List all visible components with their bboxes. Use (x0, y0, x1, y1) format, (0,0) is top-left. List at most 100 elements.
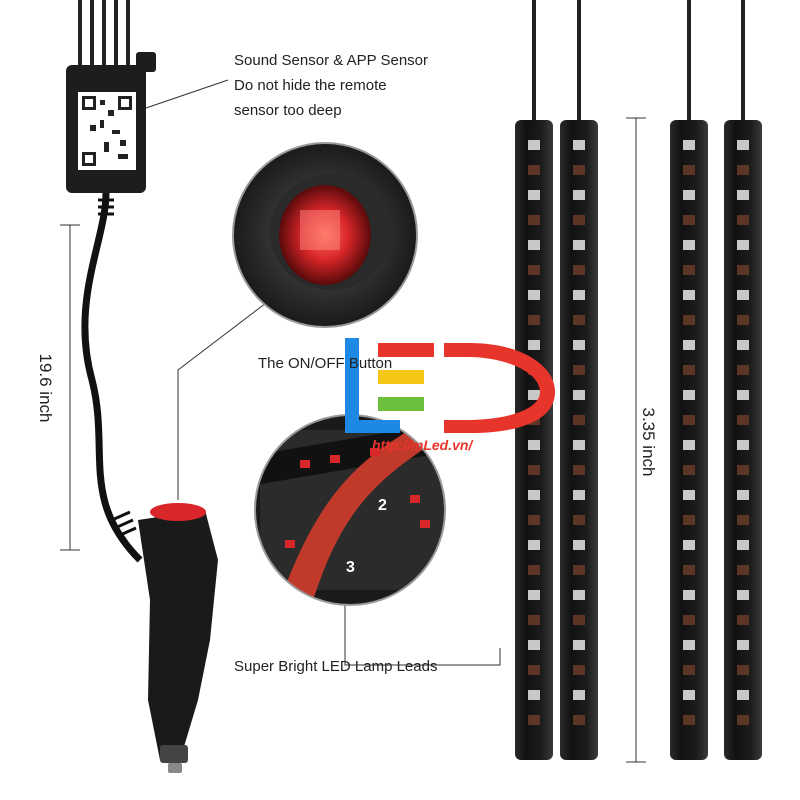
led-chip (573, 690, 585, 700)
led-chip (683, 640, 695, 650)
led-chip (573, 315, 585, 325)
led-chip (737, 540, 749, 550)
led-chip (573, 465, 585, 475)
led-chip (528, 665, 540, 675)
svg-text:2: 2 (378, 497, 387, 514)
led-chip (683, 465, 695, 475)
cable-length-label: 19.6 inch (36, 353, 55, 423)
led-chip (528, 490, 540, 500)
pointer-lines (145, 79, 501, 666)
led-chip (683, 715, 695, 725)
led-chip (683, 315, 695, 325)
led-chip (683, 565, 695, 575)
led-chip (573, 265, 585, 275)
led-chip (528, 315, 540, 325)
led-chip (737, 165, 749, 175)
button-label: The ON/OFF Button (258, 355, 393, 372)
led-chip (737, 590, 749, 600)
sensor-label-line-1: Sound Sensor & APP Sensor (234, 52, 429, 69)
led-chip (737, 240, 749, 250)
led-chip (737, 690, 749, 700)
led-chip (528, 390, 540, 400)
led-chip (573, 615, 585, 625)
led-chip (573, 290, 585, 300)
led-chip (737, 715, 749, 725)
led-chip (737, 140, 749, 150)
qr-code-icon (82, 96, 132, 166)
led-chip (528, 715, 540, 725)
sensor-label-line-3: sensor too deep (234, 102, 342, 119)
button-closeup (232, 142, 418, 328)
led-chip (737, 615, 749, 625)
led-chip (528, 615, 540, 625)
led-chip (528, 140, 540, 150)
led-chip (737, 265, 749, 275)
led-chip (683, 665, 695, 675)
led-chip (528, 540, 540, 550)
lamp-leads-closeup: 3 2 (254, 414, 446, 606)
led-chip (573, 590, 585, 600)
led-chip (683, 515, 695, 525)
svg-text:3: 3 (346, 559, 355, 576)
led-chip (528, 640, 540, 650)
led-chip (573, 565, 585, 575)
leads-label: Super Bright LED Lamp Leads (234, 658, 438, 675)
led-chip (683, 440, 695, 450)
led-chip (573, 665, 585, 675)
led-chip (573, 715, 585, 725)
led-chip (737, 415, 749, 425)
control-box (66, 52, 156, 193)
strip-length-label: 3.35 inch (639, 407, 658, 477)
led-chip (737, 515, 749, 525)
led-chip (573, 365, 585, 375)
watermark-url: http://mLed.vn/ (372, 437, 473, 453)
control-box-wires (78, 0, 130, 70)
led-chip (528, 690, 540, 700)
led-chip (683, 140, 695, 150)
led-chip (573, 340, 585, 350)
led-chip (573, 490, 585, 500)
led-strip (515, 0, 553, 760)
led-chip (683, 615, 695, 625)
led-chip (683, 390, 695, 400)
led-chip (573, 215, 585, 225)
led-chip (528, 515, 540, 525)
led-chip (737, 365, 749, 375)
led-chip (528, 440, 540, 450)
led-chip (573, 440, 585, 450)
led-chip (683, 690, 695, 700)
led-chip (573, 390, 585, 400)
led-chip (683, 490, 695, 500)
led-chip (528, 565, 540, 575)
led-chip (737, 190, 749, 200)
led-chip (573, 165, 585, 175)
led-chip (737, 315, 749, 325)
lighter-plug (138, 503, 218, 773)
led-strip (724, 0, 762, 760)
led-chip (573, 240, 585, 250)
led-chip (683, 215, 695, 225)
strip-length-arrow (626, 117, 646, 763)
led-chip (528, 215, 540, 225)
led-chip (683, 165, 695, 175)
led-chip (683, 590, 695, 600)
power-cable (81, 192, 143, 563)
led-chip (573, 140, 585, 150)
sensor-label-line-2: Do not hide the remote (234, 77, 387, 94)
led-chip (528, 265, 540, 275)
led-chip (737, 290, 749, 300)
led-chip (737, 640, 749, 650)
led-chip (737, 215, 749, 225)
led-chip (737, 465, 749, 475)
led-chip (737, 440, 749, 450)
led-chip (573, 540, 585, 550)
led-chip (683, 265, 695, 275)
led-chip (528, 240, 540, 250)
led-chip (683, 540, 695, 550)
led-chip (573, 415, 585, 425)
led-chip (683, 365, 695, 375)
led-strips (515, 0, 762, 760)
led-strip (560, 0, 598, 760)
